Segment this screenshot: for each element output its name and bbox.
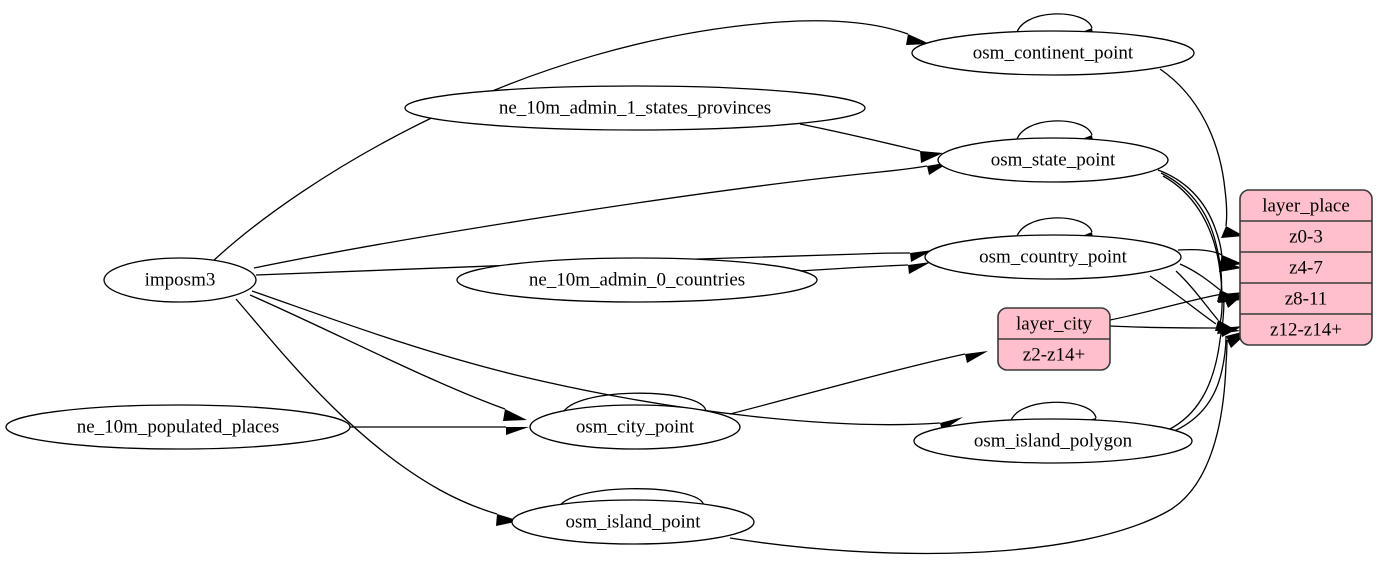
- node-label-osm-country-point: osm_country_point: [979, 246, 1127, 267]
- node-ne-10m-admin-1-states-provinces[interactable]: ne_10m_admin_1_states_provinces: [404, 85, 866, 131]
- edge-osm-country-point-to-layer-place-z4-7: [1177, 249, 1243, 267]
- edge-ne-populated-places-to-osm-city-point: [350, 426, 529, 435]
- node-osm-continent-point[interactable]: osm_continent_point: [911, 30, 1195, 76]
- node-label-imposm3: imposm3: [145, 269, 216, 290]
- node-label-ne-10m-admin-1-states-provinces: ne_10m_admin_1_states_provinces: [499, 97, 771, 118]
- edge-imposm3-to-osm-continent-point: [211, 20, 930, 263]
- record-row-layer-place-z12-z14[interactable]: z12-z14+: [1270, 319, 1342, 340]
- node-label-ne-10m-admin-0-countries: ne_10m_admin_0_countries: [529, 269, 745, 290]
- record-row-layer-city-z2-z14[interactable]: z2-z14+: [1023, 344, 1085, 365]
- node-label-osm-continent-point: osm_continent_point: [973, 42, 1134, 63]
- record-row-layer-place-z8-11[interactable]: z8-11: [1285, 288, 1328, 309]
- edge-osm-continent-point-to-layer-place-z0-3: [1159, 68, 1244, 238]
- record-row-layer-place-z0-3[interactable]: z0-3: [1289, 226, 1323, 247]
- edge-osm-country-point-lower-to-layer-place: [1149, 275, 1217, 325]
- record-node-layer-place[interactable]: layer_place z0-3 z4-7 z8-11 z12-z14+: [1239, 189, 1373, 346]
- edge-osm-island-polygon-to-layer-place-z12-z14: [1171, 331, 1246, 433]
- node-label-osm-city-point: osm_city_point: [576, 416, 695, 437]
- edge-imposm3-to-osm-island-point: [235, 298, 520, 526]
- edge-imposm3-to-osm-state-point: [253, 162, 950, 269]
- node-label-osm-island-point: osm_island_point: [565, 511, 701, 532]
- node-ne-10m-admin-0-countries[interactable]: ne_10m_admin_0_countries: [456, 257, 818, 303]
- edge-osm-city-point-to-layer-city: [729, 351, 988, 415]
- node-osm-country-point[interactable]: osm_country_point: [924, 234, 1182, 280]
- node-label-osm-island-polygon: osm_island_polygon: [974, 430, 1133, 451]
- record-title-layer-place: layer_place: [1262, 195, 1350, 216]
- edge-ne-admin0-countries-to-osm-country-point: [799, 262, 931, 274]
- edge-imposm3-to-osm-city-point: [249, 294, 527, 421]
- node-label-osm-state-point: osm_state_point: [991, 149, 1116, 170]
- node-osm-state-point[interactable]: osm_state_point: [937, 137, 1169, 183]
- edge-osm-island-polygon-to-layer-place-z8-11: [1167, 294, 1244, 431]
- record-node-layer-city[interactable]: layer_city z2-z14+: [997, 307, 1111, 371]
- node-osm-island-polygon[interactable]: osm_island_polygon: [913, 418, 1193, 464]
- node-label-ne-10m-populated-places: ne_10m_populated_places: [77, 416, 280, 437]
- node-ne-10m-populated-places[interactable]: ne_10m_populated_places: [5, 404, 351, 450]
- edge-osm-state-point-to-layer-place-z8-11: [1160, 172, 1241, 303]
- record-title-layer-city: layer_city: [1016, 313, 1092, 334]
- edge-ne-states-provinces-to-osm-state-point: [799, 123, 943, 163]
- record-row-layer-place-z4-7[interactable]: z4-7: [1289, 257, 1323, 278]
- node-osm-city-point[interactable]: osm_city_point: [529, 404, 741, 450]
- node-osm-island-point[interactable]: osm_island_point: [511, 499, 755, 545]
- node-group: imposm3 ne_10m_admin_1_states_provinces …: [5, 30, 1195, 545]
- node-imposm3[interactable]: imposm3: [103, 257, 257, 303]
- edge-layer-city-to-layer-place-z12-z14: [1109, 325, 1243, 337]
